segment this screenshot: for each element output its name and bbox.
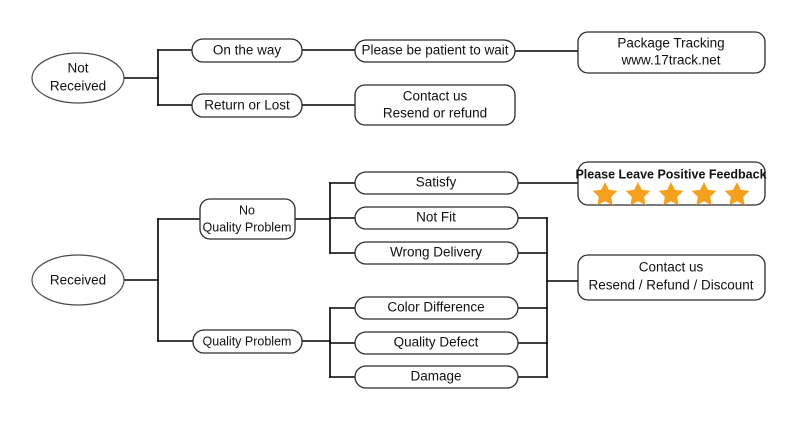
node-wrong-delivery[interactable]: Wrong Delivery (354, 241, 519, 265)
node-package-tracking[interactable]: Package Tracking www.17track.net (577, 31, 766, 74)
node-be-patient[interactable]: Please be patient to wait (354, 39, 516, 63)
node-not-received[interactable]: Not Received (31, 52, 125, 104)
no-quality-problem-label-line1: No (239, 203, 255, 217)
star-icon-5[interactable] (724, 182, 750, 206)
node-received[interactable]: Received (31, 254, 125, 306)
quality-defect-box[interactable] (354, 331, 519, 355)
return-or-lost-label: Return or Lost (204, 98, 290, 113)
quality-defect-label: Quality Defect (394, 335, 479, 350)
contact-discount-label-line2: Resend / Refund / Discount (588, 278, 753, 293)
node-not-fit[interactable]: Not Fit (354, 206, 519, 230)
star-icon-3[interactable] (658, 182, 684, 206)
damage-box[interactable] (354, 365, 519, 389)
on-the-way-label: On the way (213, 43, 282, 58)
not-fit-label: Not Fit (416, 210, 456, 225)
connectors-not-received (124, 49, 579, 106)
not-received-label-line2: Received (50, 79, 106, 94)
star-icon-4[interactable] (691, 182, 717, 206)
not-received-label-line1: Not (67, 61, 88, 76)
contact-discount-label-line1: Contact us (639, 260, 704, 275)
package-tracking-box[interactable] (577, 31, 766, 74)
be-patient-label: Please be patient to wait (361, 43, 508, 58)
contact-resend-refund-label-line2: Resend or refund (383, 106, 487, 121)
no-quality-problem-label-line2: Quality Problem (203, 220, 292, 234)
not-fit-box[interactable] (354, 206, 519, 230)
color-difference-box[interactable] (354, 296, 519, 320)
received-ellipse[interactable] (31, 254, 125, 306)
node-satisfy[interactable]: Satisfy (354, 171, 519, 195)
contact-resend-refund-box[interactable] (354, 84, 516, 126)
not-received-ellipse[interactable] (31, 52, 125, 104)
node-no-quality-problem[interactable]: No Quality Problem (199, 198, 296, 240)
quality-problem-label: Quality Problem (203, 334, 292, 348)
node-damage[interactable]: Damage (354, 365, 519, 389)
star-icon-1[interactable] (592, 182, 618, 206)
positive-feedback-label: Please Leave Positive Feedback (575, 167, 766, 181)
node-quality-defect[interactable]: Quality Defect (354, 331, 519, 355)
node-contact-resend-refund[interactable]: Contact us Resend or refund (354, 84, 516, 126)
quality-problem-box[interactable] (192, 329, 303, 354)
return-or-lost-box[interactable] (191, 93, 303, 118)
be-patient-box[interactable] (354, 39, 516, 63)
connectors-received (124, 182, 579, 378)
contact-resend-refund-discount-box[interactable] (577, 254, 766, 301)
wrong-delivery-box[interactable] (354, 241, 519, 265)
node-positive-feedback[interactable]: Please Leave Positive Feedback (575, 161, 767, 206)
wrong-delivery-label: Wrong Delivery (390, 245, 482, 260)
package-tracking-url: www.17track.net (620, 53, 720, 68)
color-difference-label: Color Difference (387, 300, 484, 315)
damage-label: Damage (410, 369, 461, 384)
star-rating[interactable] (592, 182, 750, 206)
star-icon-2[interactable] (625, 182, 651, 206)
node-return-or-lost[interactable]: Return or Lost (191, 93, 303, 118)
on-the-way-box[interactable] (191, 38, 303, 63)
node-quality-problem[interactable]: Quality Problem (192, 329, 303, 354)
package-tracking-label-line1: Package Tracking (617, 36, 724, 51)
contact-resend-refund-label-line1: Contact us (403, 89, 468, 104)
satisfy-box[interactable] (354, 171, 519, 195)
node-contact-resend-refund-discount[interactable]: Contact us Resend / Refund / Discount (577, 254, 766, 301)
received-label: Received (50, 273, 106, 288)
node-on-the-way[interactable]: On the way (191, 38, 303, 63)
node-color-difference[interactable]: Color Difference (354, 296, 519, 320)
satisfy-label: Satisfy (416, 175, 457, 190)
no-quality-problem-box[interactable] (199, 198, 296, 240)
